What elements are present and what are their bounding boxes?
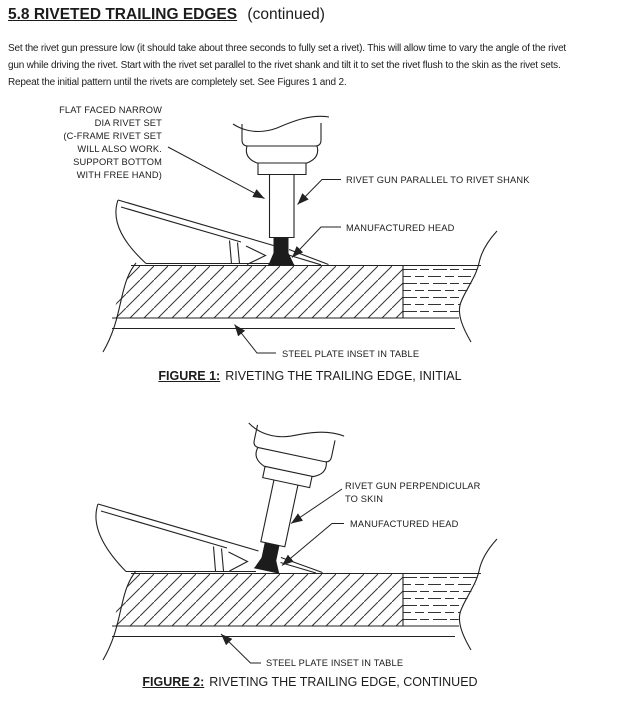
figure2-rivet-gun — [218, 414, 345, 582]
figure1-leader-lines — [167, 146, 341, 354]
figure1-caption: FIGURE 1: RIVETING THE TRAILING EDGE, INI… — [40, 369, 580, 383]
figure2-caption-tag: FIGURE 2: — [142, 675, 205, 689]
figure1-trailing-edge — [115, 199, 329, 266]
figure1-caption-text: RIVETING THE TRAILING EDGE, INITIAL — [225, 369, 462, 383]
section-title: 5.8 RIVETED TRAILING EDGES — [8, 6, 238, 23]
intro-paragraph: Set the rivet gun pressure low (it shoul… — [8, 43, 567, 88]
figure1-drawing — [102, 115, 498, 354]
figure1-label-steel-plate: STEEL PLATE INSET IN TABLE — [282, 349, 420, 359]
figure2-caption: FIGURE 2: RIVETING THE TRAILING EDGE, CON… — [40, 675, 580, 689]
section-title-suffix: (continued) — [247, 6, 325, 23]
figure2-table — [102, 538, 498, 661]
figure2-label-steel-plate: STEEL PLATE INSET IN TABLE — [266, 658, 404, 668]
figure1-caption-tag: FIGURE 1: — [158, 369, 221, 383]
figure2-drawing — [95, 414, 498, 664]
figure1-label-gun-parallel: RIVET GUN PARALLEL TO RIVET SHANK — [346, 175, 530, 185]
figure1-label-rivet-set: FLAT FACED NARROW DIA RIVET SET (C-FRAME… — [59, 105, 162, 180]
figure2-label-gun-perpendicular: RIVET GUN PERPENDICULAR TO SKIN — [345, 481, 481, 504]
figure1-rivet-gun — [232, 115, 330, 266]
figure2-label-manufactured-head: MANUFACTURED HEAD — [350, 519, 459, 529]
section-heading: 5.8 RIVETED TRAILING EDGES (continued) — [8, 6, 325, 24]
figure1-label-manufactured-head: MANUFACTURED HEAD — [346, 222, 455, 233]
figure2-trailing-edge — [95, 503, 323, 574]
figure2-leader-lines — [220, 488, 344, 664]
figure2-caption-text: RIVETING THE TRAILING EDGE, CONTINUED — [209, 675, 478, 689]
